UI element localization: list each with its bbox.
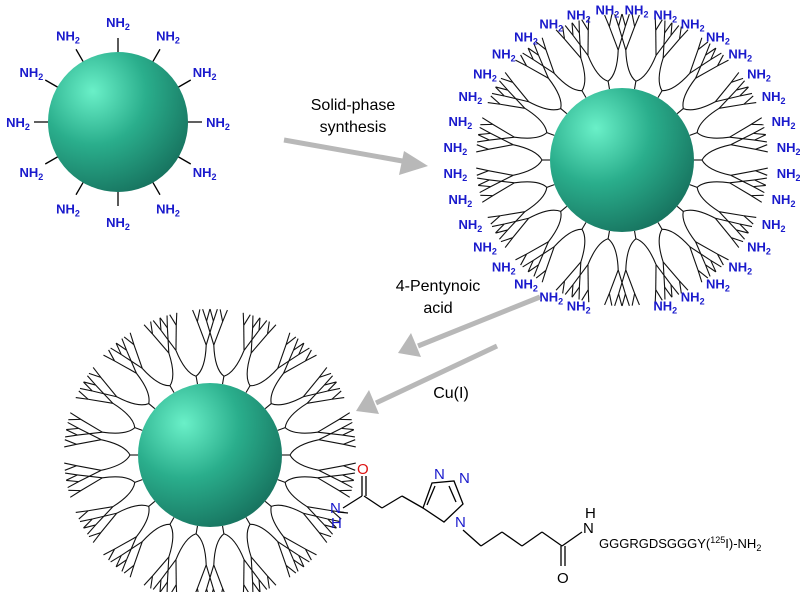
amine-group-label: NH2: [747, 66, 771, 83]
triazole-nitrogen-2: N: [459, 470, 470, 487]
amine-group-label: NH2: [449, 114, 473, 131]
amine-group-label: NH2: [514, 277, 538, 294]
amine-group-label: NH2: [772, 114, 796, 131]
amine-group-label: NH2: [539, 16, 563, 33]
amide-nitrogen: N: [330, 500, 341, 517]
nanoparticle-sphere: [48, 52, 188, 192]
triazole-nitrogen-1: N: [434, 466, 445, 483]
amine-group-label: NH2: [156, 202, 180, 219]
reaction-arrow-3: [356, 343, 499, 414]
amine-group-label: NH2: [653, 299, 677, 316]
amine-group-label: NH2: [473, 66, 497, 83]
amine-group-label: NH2: [56, 28, 80, 45]
dendron-amine-nanoparticle: NH2NH2NH2NH2NH2NH2NH2NH2NH2NH2NH2NH2NH2N…: [443, 3, 800, 316]
amine-group-label: NH2: [567, 7, 591, 24]
amine-group-label: NH2: [514, 29, 538, 46]
nanoparticle-sphere: [550, 88, 694, 232]
amine-group-label: NH2: [449, 192, 473, 209]
amide-nitrogen-2: N: [583, 520, 594, 537]
amine-group-label: NH2: [106, 15, 130, 32]
amine-group-label: NH2: [458, 217, 482, 234]
amine-group-label: NH2: [443, 166, 467, 183]
linker-structure: N H O N N N O N H GGGRGDSGGGY(125I)-NH2: [330, 461, 761, 587]
amine-group-label: NH2: [19, 165, 43, 182]
amine-group-label: NH2: [706, 277, 730, 294]
amine-group-label: NH2: [681, 16, 705, 33]
amine-group-label: NH2: [777, 166, 800, 183]
amide-hydrogen: H: [331, 515, 342, 532]
amine-group-label: NH2: [681, 290, 705, 307]
amine-group-label: NH2: [106, 215, 130, 232]
reaction-arrow-2: [398, 294, 541, 357]
amine-group-label: NH2: [567, 299, 591, 316]
amine-group-label: NH2: [206, 115, 230, 132]
amine-group-label: NH2: [6, 115, 30, 132]
step3-label: Cu(I): [433, 385, 469, 402]
amine-group-label: NH2: [473, 240, 497, 257]
amine-group-label: NH2: [56, 202, 80, 219]
amine-group-label: NH2: [193, 165, 217, 182]
amide-hydrogen-2: H: [585, 505, 596, 522]
amine-group-label: NH2: [728, 46, 752, 63]
amine-group-label: NH2: [706, 29, 730, 46]
amine-group-label: NH2: [772, 192, 796, 209]
amine-group-label: NH2: [777, 140, 800, 157]
amine-group-label: NH2: [193, 65, 217, 82]
amine-group-label: NH2: [492, 46, 516, 63]
amine-group-label: NH2: [492, 260, 516, 277]
triazole-nitrogen-3: N: [455, 514, 466, 531]
amine-group-label: NH2: [539, 290, 563, 307]
amine-group-label: NH2: [443, 140, 467, 157]
amine-group-label: NH2: [19, 65, 43, 82]
amine-group-label: NH2: [747, 240, 771, 257]
amine-group-label: NH2: [458, 89, 482, 106]
step1-label-line2: synthesis: [320, 119, 387, 136]
amine-group-label: NH2: [156, 28, 180, 45]
amine-group-label: NH2: [728, 260, 752, 277]
step2-label-line2: acid: [423, 300, 452, 317]
carbonyl-oxygen: O: [357, 461, 369, 478]
amine-group-label: NH2: [625, 3, 649, 20]
carbonyl-oxygen-2: O: [557, 570, 569, 587]
step2-label-line1: 4-Pentynoic: [396, 278, 481, 295]
step1-label-line1: Solid-phase: [311, 97, 396, 114]
amine-group-label: NH2: [762, 217, 786, 234]
peptide-sequence: GGGRGDSGGGY(125I)-NH2: [599, 535, 761, 553]
amine-group-label: NH2: [596, 3, 620, 20]
amine-group-label: NH2: [653, 7, 677, 24]
amine-group-label: NH2: [762, 89, 786, 106]
nanoparticle-sphere: [138, 383, 282, 527]
reaction-arrow-1: [283, 137, 428, 175]
dendron-conjugate-nanoparticle: [64, 308, 356, 592]
